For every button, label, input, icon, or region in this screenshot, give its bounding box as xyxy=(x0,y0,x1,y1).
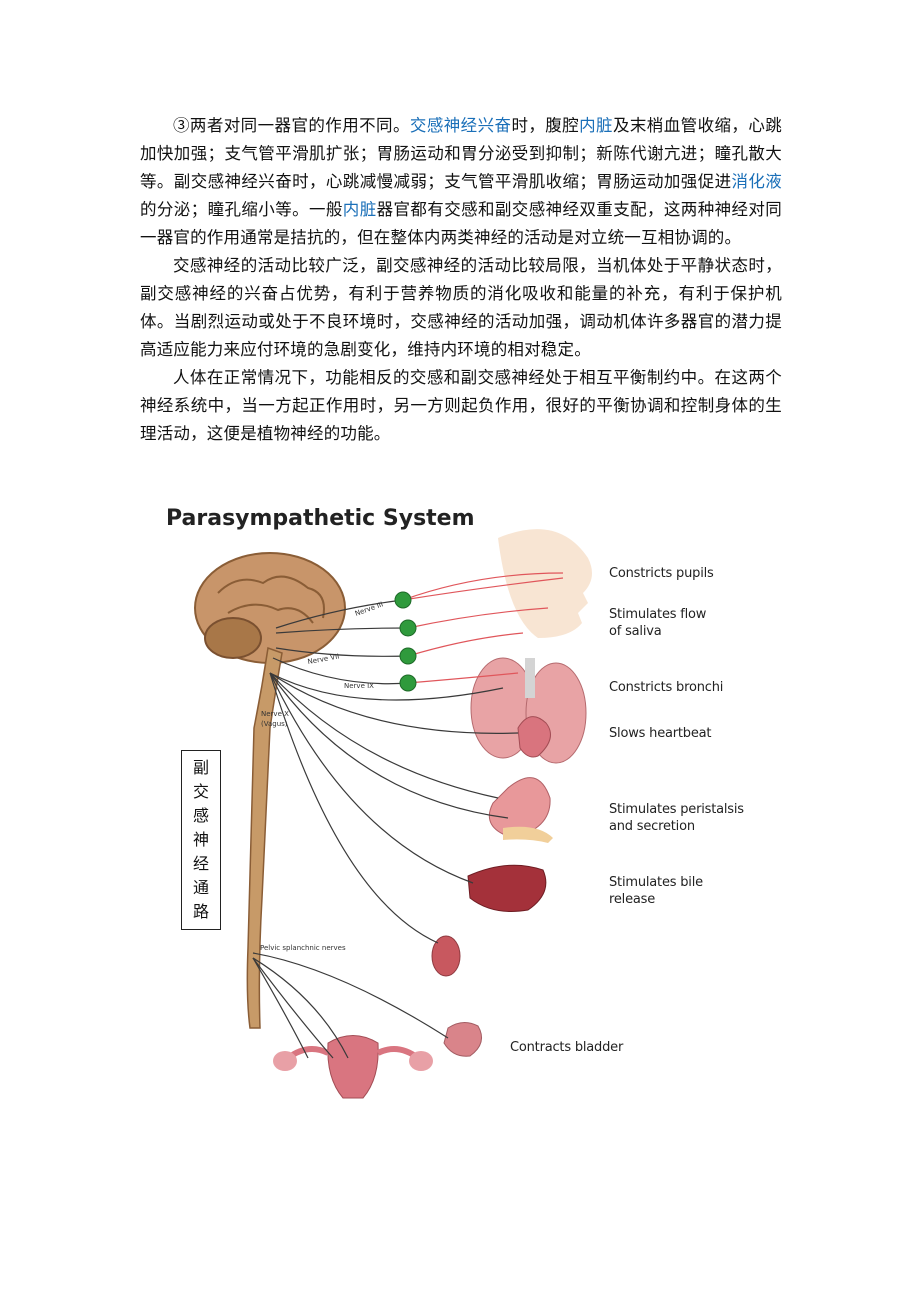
paragraph-3: 人体在正常情况下，功能相反的交感和副交感神经处于相互平衡制约中。在这两个神经系统… xyxy=(140,364,782,448)
effect-bladder: Contracts bladder xyxy=(510,1040,624,1055)
side-label-char: 通 xyxy=(192,878,209,897)
article-text: ③两者对同一器官的作用不同。交感神经兴奋时，腹腔内脏及末梢血管收缩，心跳加快加强… xyxy=(140,112,782,448)
nervous-system-diagram: Nerve III Nerve VII Nerve IX Nerve X (Va… xyxy=(194,529,592,1099)
text-segment: 器官都有交感和副交感神经双重支配，这两种神经对同一器官的作用通常是拮抗的，但在整… xyxy=(140,200,782,247)
liver-illustration xyxy=(467,864,547,912)
inline-link[interactable]: 内脏 xyxy=(579,116,613,135)
inline-link[interactable]: 交感神经兴奋 xyxy=(409,116,512,135)
text-segment: ③两者对同一器官的作用不同。 xyxy=(173,116,410,135)
parasympathetic-figure: Nerve III Nerve VII Nerve IX Nerve X (Va… xyxy=(158,498,778,1118)
uterus-illustration xyxy=(327,1035,379,1099)
spinal-cord-illustration xyxy=(246,646,283,1029)
bladder-illustration xyxy=(443,1022,483,1057)
paragraph-1: ③两者对同一器官的作用不同。交感神经兴奋时，腹腔内脏及末梢血管收缩，心跳加快加强… xyxy=(140,112,782,252)
text-segment: 时，腹腔 xyxy=(511,116,580,135)
figure-title: Parasympathetic System xyxy=(166,506,475,531)
side-label-char: 经 xyxy=(192,854,209,873)
text-segment: 人体在正常情况下，功能相反的交感和副交感神经处于相互平衡制约中。在这两个神经系统… xyxy=(140,368,782,443)
inline-link[interactable]: 内脏 xyxy=(342,200,377,219)
nerve-ix-label: Nerve IX xyxy=(344,682,374,690)
pelvic-nerves-label: Pelvic splanchnic nerves xyxy=(260,944,346,952)
side-label-char: 感 xyxy=(192,806,209,825)
ganglion-otic xyxy=(399,674,417,692)
head-illustration xyxy=(498,529,592,638)
side-label-char: 副 xyxy=(192,758,209,777)
text-segment: 及末梢血管收缩，心跳加快加强；支气管平滑肌扩张；胃肠运动和胃分泌受到抑制；新陈代… xyxy=(140,116,782,191)
side-label-char: 神 xyxy=(192,830,209,849)
ganglion-submandibular xyxy=(399,647,417,665)
ganglion-ciliary xyxy=(394,591,412,609)
side-label-box: 副 交 感 神 经 通 路 xyxy=(181,750,221,930)
effect-pupils: Constricts pupils xyxy=(609,566,714,581)
ganglion-pterygopalatine xyxy=(399,619,417,637)
effect-heartbeat: Slows heartbeat xyxy=(609,726,712,741)
cerebellum-illustration xyxy=(204,617,262,659)
heart-illustration xyxy=(517,716,551,758)
text-segment: 的分泌；瞳孔缩小等。一般 xyxy=(140,200,343,219)
side-label-char: 路 xyxy=(192,902,209,921)
effect-bronchi: Constricts bronchi xyxy=(609,680,724,695)
stomach-illustration xyxy=(488,777,551,839)
side-label-char: 交 xyxy=(192,782,209,801)
paragraph-2: 交感神经的活动比较广泛，副交感神经的活动比较局限，当机体处于平静状态时，副交感神… xyxy=(140,252,782,364)
inline-link[interactable]: 消化液 xyxy=(731,172,782,191)
nerve-x-label: Nerve X xyxy=(261,710,289,718)
nerve-iii-label: Nerve III xyxy=(354,600,384,618)
text-segment: 交感神经的活动比较广泛，副交感神经的活动比较局限，当机体处于平静状态时，副交感神… xyxy=(140,256,782,359)
kidney-illustration xyxy=(431,935,461,977)
vagus-label: (Vagus) xyxy=(261,720,288,728)
